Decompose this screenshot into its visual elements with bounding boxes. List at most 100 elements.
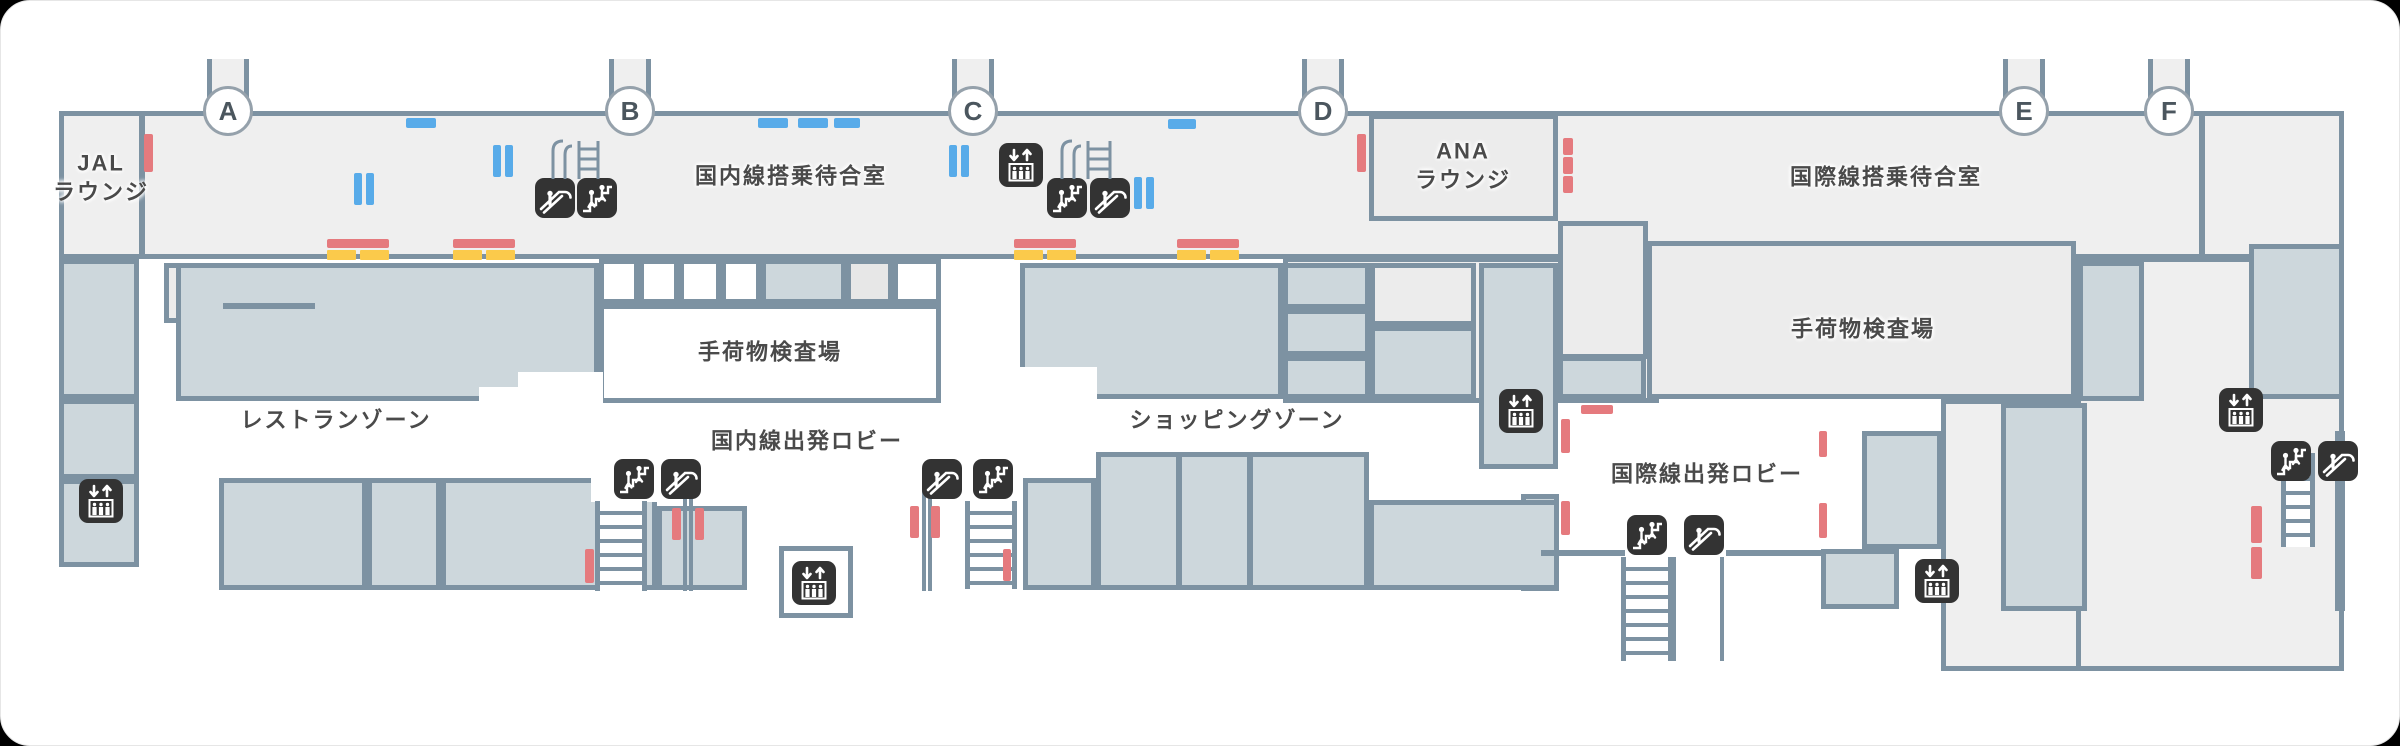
red-marker <box>2251 506 2262 543</box>
zone-label-line: 手荷物検査場 <box>1790 316 1936 342</box>
zone-label-ana-lounge: ANA ラウンジ <box>1415 137 1511 194</box>
zone-label-shopping-zone: ショッピングゾーン <box>1129 407 1344 436</box>
wall <box>1726 550 1824 556</box>
elevator-icon <box>2219 388 2263 432</box>
escalator-icon <box>1684 515 1724 555</box>
gate-check-yellow-marker <box>1014 250 1043 260</box>
shop-room <box>59 259 139 399</box>
shop-room <box>2249 244 2344 399</box>
security-lane-cell <box>639 259 679 304</box>
shop-room <box>1096 452 1369 590</box>
red-marker <box>1563 138 1573 155</box>
gate-F: F <box>2144 86 2194 136</box>
red-marker <box>585 549 594 583</box>
zone-label-line: 国内線出発ロビー <box>710 428 904 454</box>
shop-room <box>1862 431 1942 549</box>
elevator-icon <box>999 143 1043 187</box>
zone-label-international-waiting-room: 国際線搭乗待合室 <box>1790 164 1982 193</box>
shop-room <box>1369 500 1559 590</box>
security-lane-cell <box>721 259 761 304</box>
shop-room <box>1283 356 1370 399</box>
floor-notch <box>479 387 519 405</box>
zone-label-line: JAL <box>77 150 125 176</box>
stairs-shaft <box>595 501 647 591</box>
zone-label-domestic-waiting-room: 国内線搭乗待合室 <box>695 163 887 192</box>
zone-label-line: 国内線搭乗待合室 <box>694 163 888 189</box>
red-marker <box>910 506 919 538</box>
shop-room <box>761 259 846 304</box>
baggage-inspection-domestic-room <box>599 304 941 403</box>
elevator-icon <box>1915 559 1959 603</box>
shop-room <box>2078 261 2144 401</box>
wall <box>223 303 315 309</box>
gate-check-yellow-marker <box>1210 250 1239 260</box>
zone-label-line: 国際線搭乗待合室 <box>1789 164 1983 190</box>
red-marker <box>2251 547 2262 579</box>
zone-label-line: ラウンジ <box>52 179 150 204</box>
gate-C: C <box>948 86 998 136</box>
security-lane-cell <box>679 259 721 304</box>
zone-label-restaurant-zone: レストランゾーン <box>241 407 432 436</box>
zone-label-line: レストランゾーン <box>240 407 432 433</box>
gate-B: B <box>605 86 655 136</box>
shop-room <box>2001 403 2087 611</box>
gate-check-yellow-marker <box>327 250 356 260</box>
escalator-icon <box>2318 441 2358 481</box>
elevator-icon <box>1499 389 1543 433</box>
blue-bench <box>406 118 436 128</box>
blue-bench <box>834 118 860 128</box>
stairs-icon <box>614 459 654 499</box>
red-marker <box>1563 157 1573 174</box>
gate-D: D <box>1298 86 1348 136</box>
zone-label-baggage-inspection-domestic: 手荷物検査場 <box>698 339 842 368</box>
elevator-box <box>779 546 853 618</box>
gate-check-yellow-marker <box>453 250 482 260</box>
red-marker <box>144 134 153 172</box>
light-room <box>1558 221 1648 359</box>
security-lane-cell <box>599 259 639 304</box>
red-marker <box>1563 176 1573 193</box>
stairs-shaft <box>1621 557 1673 661</box>
blue-bench <box>354 173 362 205</box>
gate-check-yellow-marker <box>1047 250 1076 260</box>
wall <box>1541 550 1625 556</box>
zone-label-line: ANA <box>1436 138 1490 164</box>
escalator-lane <box>2335 431 2345 611</box>
red-marker <box>931 506 940 538</box>
baggage-inspection-international-room <box>1647 241 2076 399</box>
gate-check-red-marker <box>453 239 515 248</box>
blue-bench <box>366 173 374 205</box>
shop-room <box>1558 356 1646 399</box>
red-marker <box>1561 501 1570 535</box>
red-marker <box>1357 134 1366 172</box>
zone-label-international-departure-lobby: 国際線出発ロビー <box>1611 461 1803 490</box>
shop-room <box>1479 263 1558 469</box>
floor-area <box>59 111 2344 259</box>
stairs-plan-drawing <box>1058 137 1113 179</box>
red-marker <box>1561 419 1570 453</box>
gate-A: A <box>203 86 253 136</box>
zone-label-jal-lounge: JAL ラウンジ <box>53 149 149 206</box>
zone-label-line: 手荷物検査場 <box>697 339 843 365</box>
wall <box>2199 111 2205 261</box>
gate-check-red-marker <box>1177 239 1239 248</box>
elevator-icon <box>792 561 836 605</box>
shop-room <box>1283 309 1370 356</box>
wall <box>139 111 145 259</box>
red-marker <box>1819 431 1827 457</box>
zone-label-line: ショッピングゾーン <box>1129 407 1345 433</box>
gate-check-red-marker <box>1014 239 1076 248</box>
light-room <box>1370 263 1476 326</box>
security-lane-cell <box>846 259 893 304</box>
blue-bench <box>798 118 828 128</box>
zone-label-line: ラウンジ <box>1414 167 1512 192</box>
escalator-icon <box>1090 178 1130 218</box>
shop-room <box>1020 263 1283 399</box>
blue-bench <box>505 145 513 177</box>
red-marker <box>1003 549 1011 581</box>
red-marker <box>1581 405 1613 414</box>
wall <box>1247 452 1253 590</box>
blue-bench <box>1134 177 1142 209</box>
